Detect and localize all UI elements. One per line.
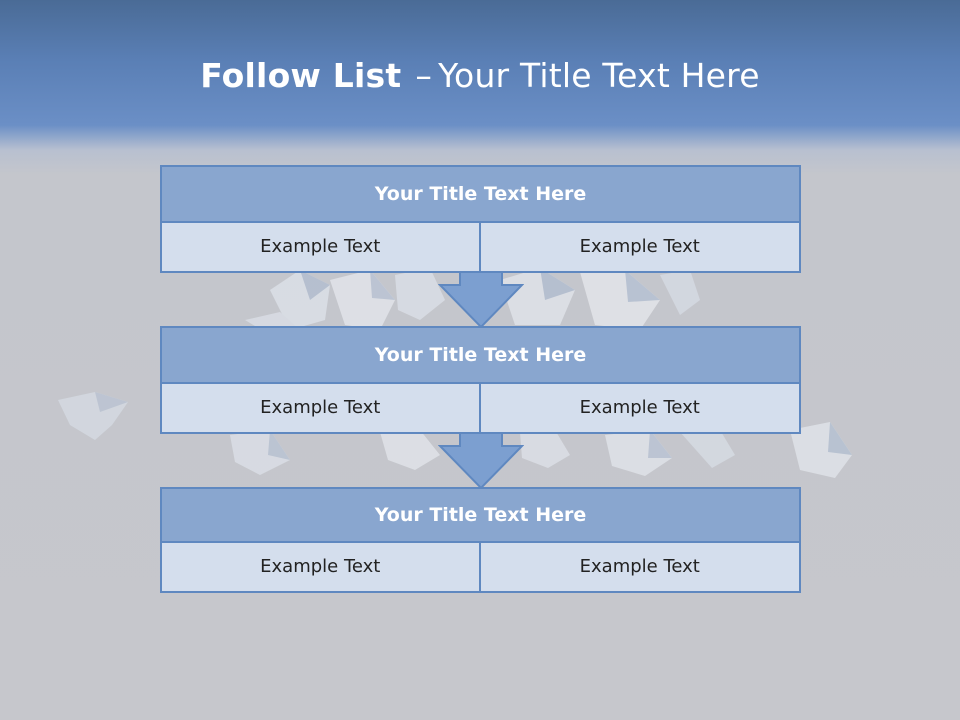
list-block-cell-right: Example Text (480, 543, 801, 593)
list-block-1: Your Title Text Here Example Text Exampl… (160, 165, 801, 273)
list-block-cell-left: Example Text (160, 543, 481, 593)
list-block-2: Your Title Text Here Example Text Exampl… (160, 326, 801, 434)
slide-title-bold: Follow List (200, 56, 402, 95)
list-block-cell-left: Example Text (160, 223, 481, 273)
list-block-cell-right: Example Text (480, 384, 801, 434)
slide-title-separator: – (415, 56, 433, 95)
list-block-row: Example Text Example Text (160, 223, 801, 273)
list-block-header: Your Title Text Here (160, 487, 801, 543)
list-block-cell-left: Example Text (160, 384, 481, 434)
list-block-cell-right: Example Text (480, 223, 801, 273)
list-block-header: Your Title Text Here (160, 165, 801, 223)
slide-title: Follow List–Your Title Text Here (0, 52, 960, 100)
slide-title-rest: Your Title Text Here (438, 56, 760, 95)
down-arrow-icon (438, 271, 524, 329)
list-block-header: Your Title Text Here (160, 326, 801, 384)
list-block-row: Example Text Example Text (160, 543, 801, 593)
list-block-row: Example Text Example Text (160, 384, 801, 434)
down-arrow-icon (438, 432, 524, 490)
list-block-3: Your Title Text Here Example Text Exampl… (160, 487, 801, 593)
